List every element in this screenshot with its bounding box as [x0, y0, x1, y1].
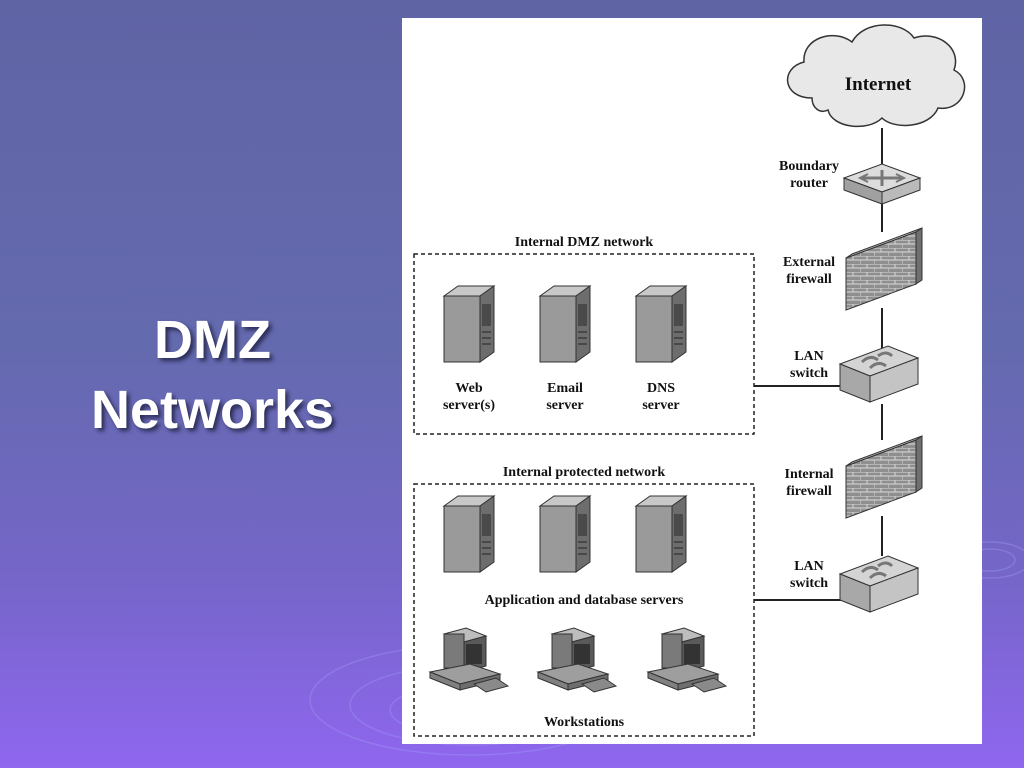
email-server-label-line-2: server [546, 398, 584, 413]
internal-firewall-label-line-2: firewall [786, 484, 832, 499]
slide-title: DMZ Networks [40, 305, 385, 445]
slide-title-line-2: Networks [90, 380, 335, 440]
email-server-label: Email server [520, 380, 610, 414]
protected-zone-title: Internal protected network [502, 465, 666, 480]
email-server-label-line-1: Email [547, 381, 583, 396]
dmz-zone-boundary [413, 253, 755, 435]
database-server-icon [539, 495, 591, 573]
web-server-label-line-2: server(s) [442, 398, 496, 413]
internal-firewall-label: Internal firewall [764, 466, 854, 500]
dmz-diagram-panel: Internet Boundary router External firewa… [402, 18, 982, 744]
network-diagram [413, 24, 966, 737]
lan-switch-dmz-label-line-1: LAN [794, 349, 824, 364]
dns-server-label-line-2: server [642, 398, 680, 413]
web-server-label-line-1: Web [455, 381, 483, 396]
internal-firewall-label-line-1: Internal [784, 467, 834, 482]
workstation-icon-1 [429, 627, 509, 693]
boundary-router-label: Boundary router [764, 158, 854, 192]
database-server-icon-2 [635, 495, 687, 573]
internet-cloud-icon [787, 24, 966, 128]
external-firewall-label-line-2: firewall [786, 272, 832, 287]
servers-caption: Application and database servers [484, 593, 684, 608]
dmz-zone-title: Internal DMZ network [514, 235, 654, 250]
workstation-icon-3 [647, 627, 727, 693]
dns-server-label: DNS server [616, 380, 706, 414]
external-firewall-label-line-1: External [782, 255, 836, 270]
web-server-label: Web server(s) [424, 380, 514, 414]
boundary-router-label-line-1: Boundary [779, 159, 839, 174]
workstations-caption: Workstations [543, 715, 625, 730]
external-firewall-icon [845, 227, 923, 311]
application-server-icon [443, 495, 495, 573]
boundary-router-label-line-2: router [790, 176, 828, 191]
backbone-links [754, 128, 883, 601]
external-firewall-label: External firewall [764, 254, 854, 288]
dns-server-label-line-1: DNS [646, 381, 675, 396]
workstation-icon-2 [537, 627, 617, 693]
email-server-icon [539, 285, 591, 363]
internal-firewall-icon [845, 435, 923, 519]
web-server-icon [443, 285, 495, 363]
lan-switch-protected-label: LAN switch [764, 558, 854, 592]
protected-zone-boundary [413, 483, 755, 737]
lan-switch-dmz-label: LAN switch [764, 348, 854, 382]
dns-server-icon [635, 285, 687, 363]
lan-switch-dmz-label-line-2: switch [789, 366, 829, 381]
lan-switch-protected-label-line-2: switch [789, 576, 829, 591]
lan-switch-protected-label-line-1: LAN [794, 559, 824, 574]
internet-label: Internet [844, 74, 912, 95]
boundary-router-icon [842, 162, 922, 206]
slide-title-line-1: DMZ [154, 310, 271, 370]
